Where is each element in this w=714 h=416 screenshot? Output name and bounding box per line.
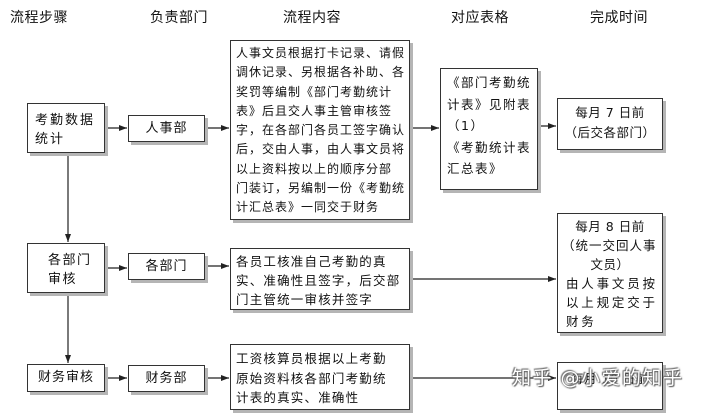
content-line: 调休记录、另根据各补助、各: [236, 65, 406, 80]
department-box-all-departments: 各部门: [128, 253, 205, 280]
header-step: 流程步骤: [10, 10, 68, 26]
form-line: 计表》见附表: [447, 96, 532, 112]
content-line: 奖罚等编制《部门考勤统计: [236, 84, 393, 99]
form-line: 《部门考勤统: [447, 75, 532, 90]
form-line: 汇总表》: [447, 161, 504, 176]
form-box-row1: 《部门考勤统 计表》见附表 （1） 《考勤统计表 汇总表》: [440, 68, 538, 190]
deadline-box-row1: 每月 7 日前 （后交各部门）: [557, 98, 663, 150]
content-line: 表》后且交人事主管审核签: [236, 103, 393, 118]
content-box-row2: 各员工核准自己考勤的真 实、准确性且签字，后交部 门主管统一审核并签字: [230, 248, 410, 310]
deadline-line: 每月 7 日前: [575, 105, 645, 120]
department-box-finance: 财务部: [128, 365, 205, 392]
deadline-line: 财务: [566, 314, 597, 329]
step-label-line: 统计: [35, 132, 66, 147]
header-deadline: 完成时间: [590, 10, 648, 26]
deadline-line: 由人事文员按: [566, 276, 658, 291]
deadline-line: 每月 10 日前: [571, 371, 649, 386]
content-line: 以上资料按以上的顺序分部: [236, 161, 393, 176]
step-label-line: 审核: [48, 272, 78, 287]
deadline-line: 以上规定交于: [566, 295, 658, 310]
content-line: 实、准确性且签字，后交部: [236, 273, 401, 288]
deadline-box-row3: 每月 10 日前: [557, 362, 663, 410]
content-line: 计汇总表》一同交于财务: [236, 200, 380, 215]
step-box-attendance-statistics: 考勤数据 统计: [27, 103, 105, 153]
deadline-box-row2: 每月 8 日前 （统一交回人事 文员） 由人事文员按 以上规定交于 财务: [557, 213, 663, 333]
department-box-hr: 人事部: [128, 115, 205, 142]
form-line: （1）: [447, 118, 485, 133]
department-label: 人事部: [145, 121, 188, 136]
step-label-line: 考勤数据: [35, 113, 96, 128]
deadline-line: （统一交回人事: [562, 238, 657, 253]
deadline-line: （后交各部门）: [564, 125, 656, 140]
step-box-department-review: 各部门 审核: [27, 243, 105, 293]
content-line: 人事文员根据打卡记录、请假: [236, 46, 406, 60]
deadline-line: 每月 8 日前: [575, 219, 645, 234]
content-line: 各员工核准自己考勤的真: [236, 254, 387, 269]
content-line: 门主管统一审核并签字: [236, 292, 374, 307]
header-department: 负责部门: [150, 10, 208, 26]
header-content: 流程内容: [283, 10, 341, 26]
header-form: 对应表格: [451, 10, 509, 26]
content-box-row1: 人事文员根据打卡记录、请假 调休记录、另根据各补助、各 奖罚等编制《部门考勤统计…: [230, 40, 410, 220]
step-box-finance-review: 财务审核: [27, 364, 105, 392]
department-label: 财务部: [145, 371, 188, 386]
content-line: 原始资料核各部门考勤统: [236, 370, 387, 386]
content-line: 计表的真实、准确性: [236, 390, 360, 405]
content-line: 门装订，另编制一份《考勤统: [236, 181, 406, 196]
content-line: 字，在各部门各员工签字确认: [236, 123, 406, 138]
step-label-line: 各部门: [48, 253, 92, 268]
step-label-line: 财务审核: [37, 370, 94, 385]
department-label: 各部门: [145, 259, 188, 274]
content-line: 工资核算员根据以上考勤: [236, 351, 387, 366]
content-line: 后，交由人事，由人事文员将: [236, 142, 406, 157]
content-box-row3: 工资核算员根据以上考勤 原始资料核各部门考勤统 计表的真实、准确性: [230, 344, 410, 410]
form-line: 《考勤统计表: [447, 139, 532, 155]
deadline-line: 文员）: [590, 257, 630, 272]
watermark: 知乎 @小爱的知乎: [512, 367, 684, 389]
